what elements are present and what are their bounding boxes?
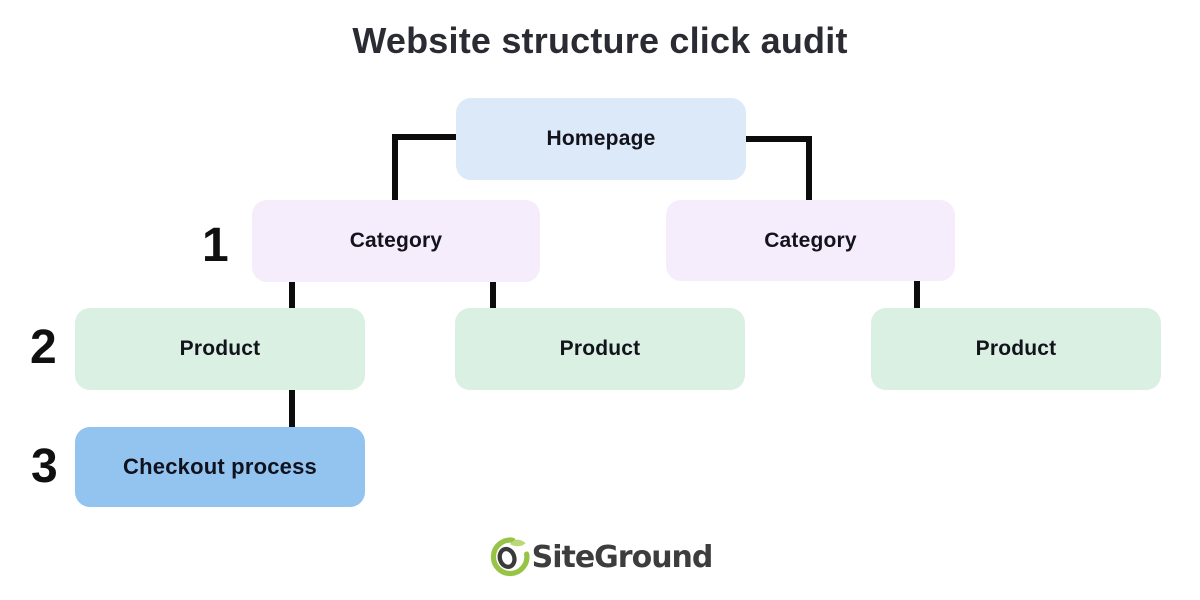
node-category-right: Category bbox=[666, 200, 955, 281]
node-product-3-label: Product bbox=[975, 337, 1057, 360]
node-product-2: Product bbox=[455, 308, 745, 390]
connector-homepage-right-vertical bbox=[806, 136, 812, 200]
connector-homepage-right-horizontal bbox=[746, 136, 812, 142]
node-homepage-label: Homepage bbox=[546, 127, 656, 150]
level-number-1: 1 bbox=[202, 219, 229, 272]
siteground-logo-text: SiteGround bbox=[531, 539, 714, 575]
siteground-logo-icon bbox=[488, 536, 530, 578]
connector-homepage-left-vertical bbox=[392, 134, 398, 200]
node-category-left-label: Category bbox=[349, 229, 443, 252]
level-number-2: 2 bbox=[30, 321, 57, 374]
node-product-1-label: Product bbox=[179, 337, 261, 360]
connector-homepage-left-horizontal bbox=[392, 134, 456, 140]
node-product-1: Product bbox=[75, 308, 365, 390]
node-product-2-label: Product bbox=[559, 337, 641, 360]
node-category-left: Category bbox=[252, 200, 540, 282]
connector-category-left-product-2 bbox=[490, 282, 496, 308]
node-checkout-process: Checkout process bbox=[75, 427, 365, 507]
node-category-right-label: Category bbox=[764, 228, 857, 252]
node-homepage: Homepage bbox=[456, 98, 746, 180]
connector-product-1-checkout bbox=[289, 390, 295, 427]
page-title: Website structure click audit bbox=[352, 20, 848, 61]
connector-category-left-product-1 bbox=[289, 282, 295, 308]
node-product-3: Product bbox=[871, 308, 1161, 390]
connector-category-right-product-3 bbox=[914, 280, 920, 308]
siteground-logo: SiteGround bbox=[0, 536, 1200, 578]
level-number-3: 3 bbox=[31, 440, 58, 493]
node-checkout-process-label: Checkout process bbox=[123, 454, 317, 479]
